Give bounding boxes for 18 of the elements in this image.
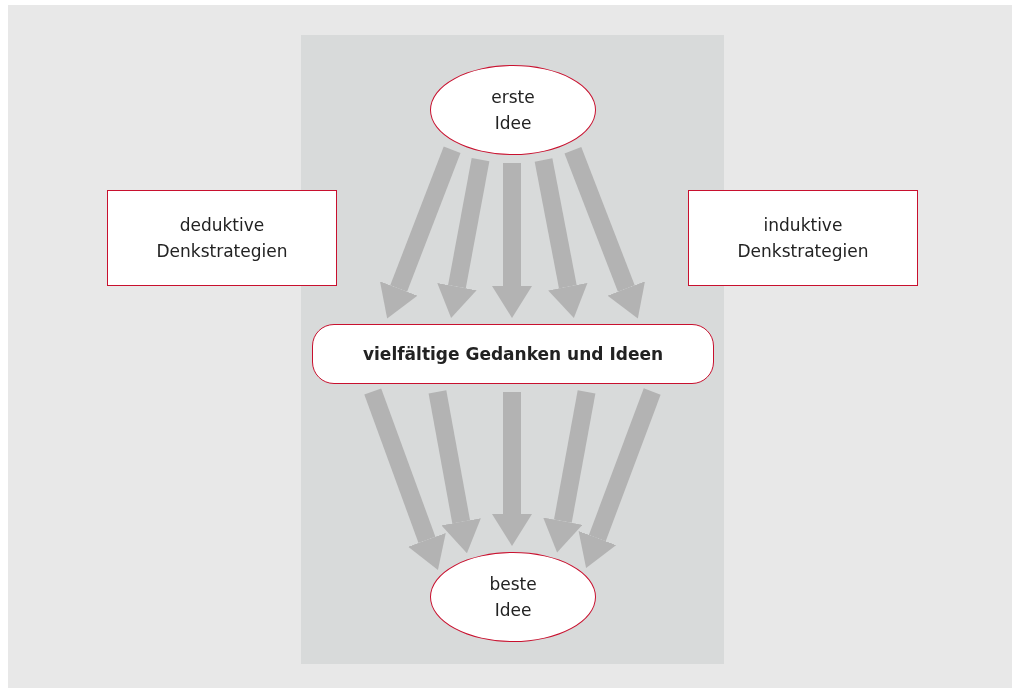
block-arrow (364, 388, 446, 570)
block-arrow (380, 146, 461, 319)
block-arrow (578, 388, 661, 569)
block-arrow (492, 163, 532, 318)
strategy-box (688, 190, 918, 286)
block-arrow (428, 390, 481, 554)
node-label: vielfältige Gedanken und Ideen (362, 343, 664, 366)
block-arrow (492, 392, 532, 546)
node-label: erste Idee (490, 86, 536, 135)
block-arrow (564, 146, 645, 319)
block-arrow (437, 157, 490, 319)
block-arrow (534, 158, 588, 319)
thoughts-box (312, 324, 714, 384)
node-label: beste Idee (488, 573, 538, 622)
node-label: deduktive Denkstrategien (155, 214, 289, 263)
block-arrow (543, 390, 596, 553)
node-label: induktive Denkstrategien (736, 214, 870, 263)
strategy-box (107, 190, 337, 286)
